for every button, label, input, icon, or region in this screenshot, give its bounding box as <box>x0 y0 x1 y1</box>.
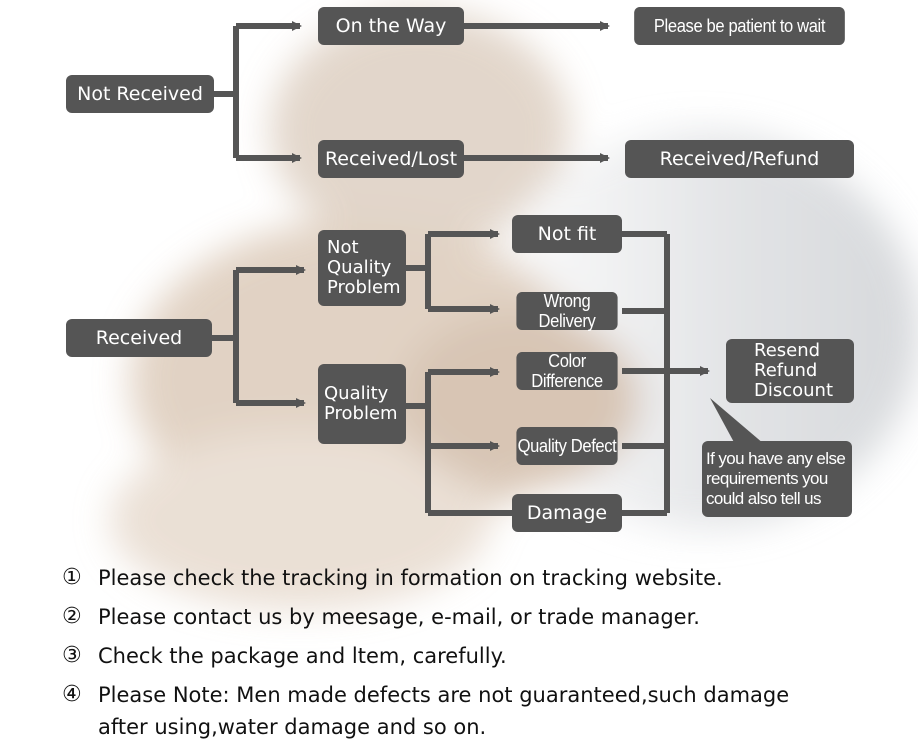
note-text: Please Note: Men made defects are not gu… <box>98 683 790 739</box>
node-color-difference: Color Difference <box>516 351 618 391</box>
node-damage: Damage <box>512 494 622 532</box>
note-item-3: ③ Check the package and ltem, carefully. <box>62 640 902 672</box>
note-item-1: ① Please check the tracking in formation… <box>62 562 902 594</box>
node-received-lost: Received/Lost <box>318 140 464 178</box>
note-text: Check the package and ltem, carefully. <box>98 644 507 668</box>
node-received: Received <box>66 319 212 357</box>
note-item-2: ② Please contact us by meesage, e-mail, … <box>62 601 902 633</box>
note-text: Please contact us by meesage, e-mail, or… <box>98 605 700 629</box>
node-not-received: Not Received <box>66 75 214 113</box>
note-number: ④ <box>62 682 82 707</box>
node-received-refund: Received/Refund <box>625 140 854 178</box>
node-resend-refund-discount: Resend Refund Discount <box>726 339 854 403</box>
node-quality-problem: Quality Problem <box>318 364 406 444</box>
node-quality-defect: Quality Defect <box>516 427 618 465</box>
note-else-requirements: If you have any else requirements you co… <box>702 441 852 517</box>
note-number: ② <box>62 604 82 629</box>
node-please-be-patient: Please be patient to wait <box>634 7 845 45</box>
note-item-4: ④ Please Note: Men made defects are not … <box>62 679 902 743</box>
node-not-quality-problem: Not Quality Problem <box>318 230 406 306</box>
note-text: Please check the tracking in formation o… <box>98 566 723 590</box>
instruction-notes: ① Please check the tracking in formation… <box>62 562 902 750</box>
node-on-the-way: On the Way <box>318 7 464 45</box>
node-not-fit: Not fit <box>512 215 622 253</box>
note-number: ① <box>62 565 82 590</box>
note-number: ③ <box>62 643 82 668</box>
node-wrong-delivery: Wrong Delivery <box>516 291 618 331</box>
